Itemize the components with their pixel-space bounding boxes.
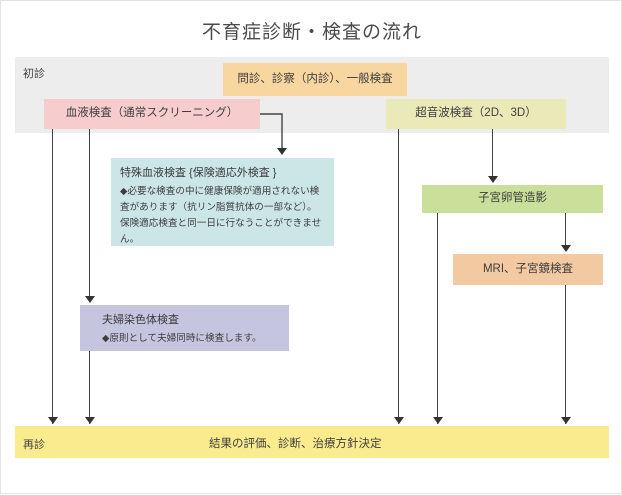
- arrowhead-chromosome-to-result: [85, 417, 95, 424]
- follow-up-band: [15, 426, 609, 458]
- node-mri-hysteroscopy[interactable]: MRI、子宮鏡検査: [453, 254, 603, 285]
- node-couple-chromosome-test-body: ◆原則として夫婦同時に検査します。: [102, 333, 262, 345]
- arrowhead-hsg-to-result: [433, 417, 443, 424]
- connector-hsg-to-mri: [565, 213, 567, 248]
- connector-bloodtest-to-chromosome: [89, 129, 91, 299]
- node-interview[interactable]: 問診、診察（内診）、一般検査: [223, 63, 407, 96]
- node-special-blood-test-body: ◆必要な検査の中に健康保険が適用されない検査があります（抗リン脂質抗体の一部など…: [120, 186, 322, 245]
- arrowhead-bloodtest-to-chromosome: [85, 296, 95, 303]
- first-visit-label: 初診: [23, 68, 45, 80]
- arrowhead-ultrasound-to-hsg: [488, 176, 498, 183]
- connector-hsg-to-result: [437, 213, 439, 424]
- follow-up-label: 再診: [23, 439, 45, 451]
- arrowhead-hsg-to-mri: [561, 245, 571, 252]
- node-hsg-label: 子宮卵管造影: [478, 192, 547, 205]
- arrowhead-ultrasound-to-result: [394, 417, 404, 424]
- arrowhead-mri-to-result: [561, 417, 571, 424]
- page-title: 不育症診断・検査の流れ: [201, 22, 422, 43]
- node-couple-chromosome-test-heading: 夫婦染色体検査: [102, 314, 179, 326]
- connector-bloodtest-to-result-a: [52, 129, 54, 424]
- node-ultrasound-label: 超音波検査（2D、3D）: [415, 107, 537, 120]
- arrowhead-bloodtest-to-special: [277, 148, 287, 155]
- node-interview-label: 問診、診察（内診）、一般検査: [237, 72, 393, 85]
- node-blood-test-label: 血液検査（通常スクリーニング）: [65, 107, 239, 120]
- node-hsg[interactable]: 子宮卵管造影: [422, 185, 603, 213]
- arrowhead-bloodtest-to-result-a: [48, 417, 58, 424]
- node-ultrasound[interactable]: 超音波検査（2D、3D）: [386, 99, 566, 129]
- node-special-blood-test[interactable]: 特殊血液検査 {保険適応外検査 } ◆必要な検査の中に健康保険が適用されない検査…: [111, 158, 334, 246]
- node-special-blood-test-heading: 特殊血液検査 {保険適応外検査 }: [120, 167, 277, 179]
- node-result-evaluation-label: 結果の評価、診断、治療方針決定: [209, 438, 382, 450]
- connector-ultrasound-to-result: [398, 129, 400, 424]
- connector-mri-to-result: [565, 285, 567, 424]
- connector-ultrasound-to-hsg: [492, 129, 494, 178]
- node-mri-hysteroscopy-label: MRI、子宮鏡検査: [482, 262, 574, 275]
- connector-chromosome-to-result: [89, 351, 91, 424]
- node-blood-test[interactable]: 血液検査（通常スクリーニング）: [44, 99, 260, 129]
- node-couple-chromosome-test[interactable]: 夫婦染色体検査 ◆原則として夫婦同時に検査します。: [80, 305, 289, 351]
